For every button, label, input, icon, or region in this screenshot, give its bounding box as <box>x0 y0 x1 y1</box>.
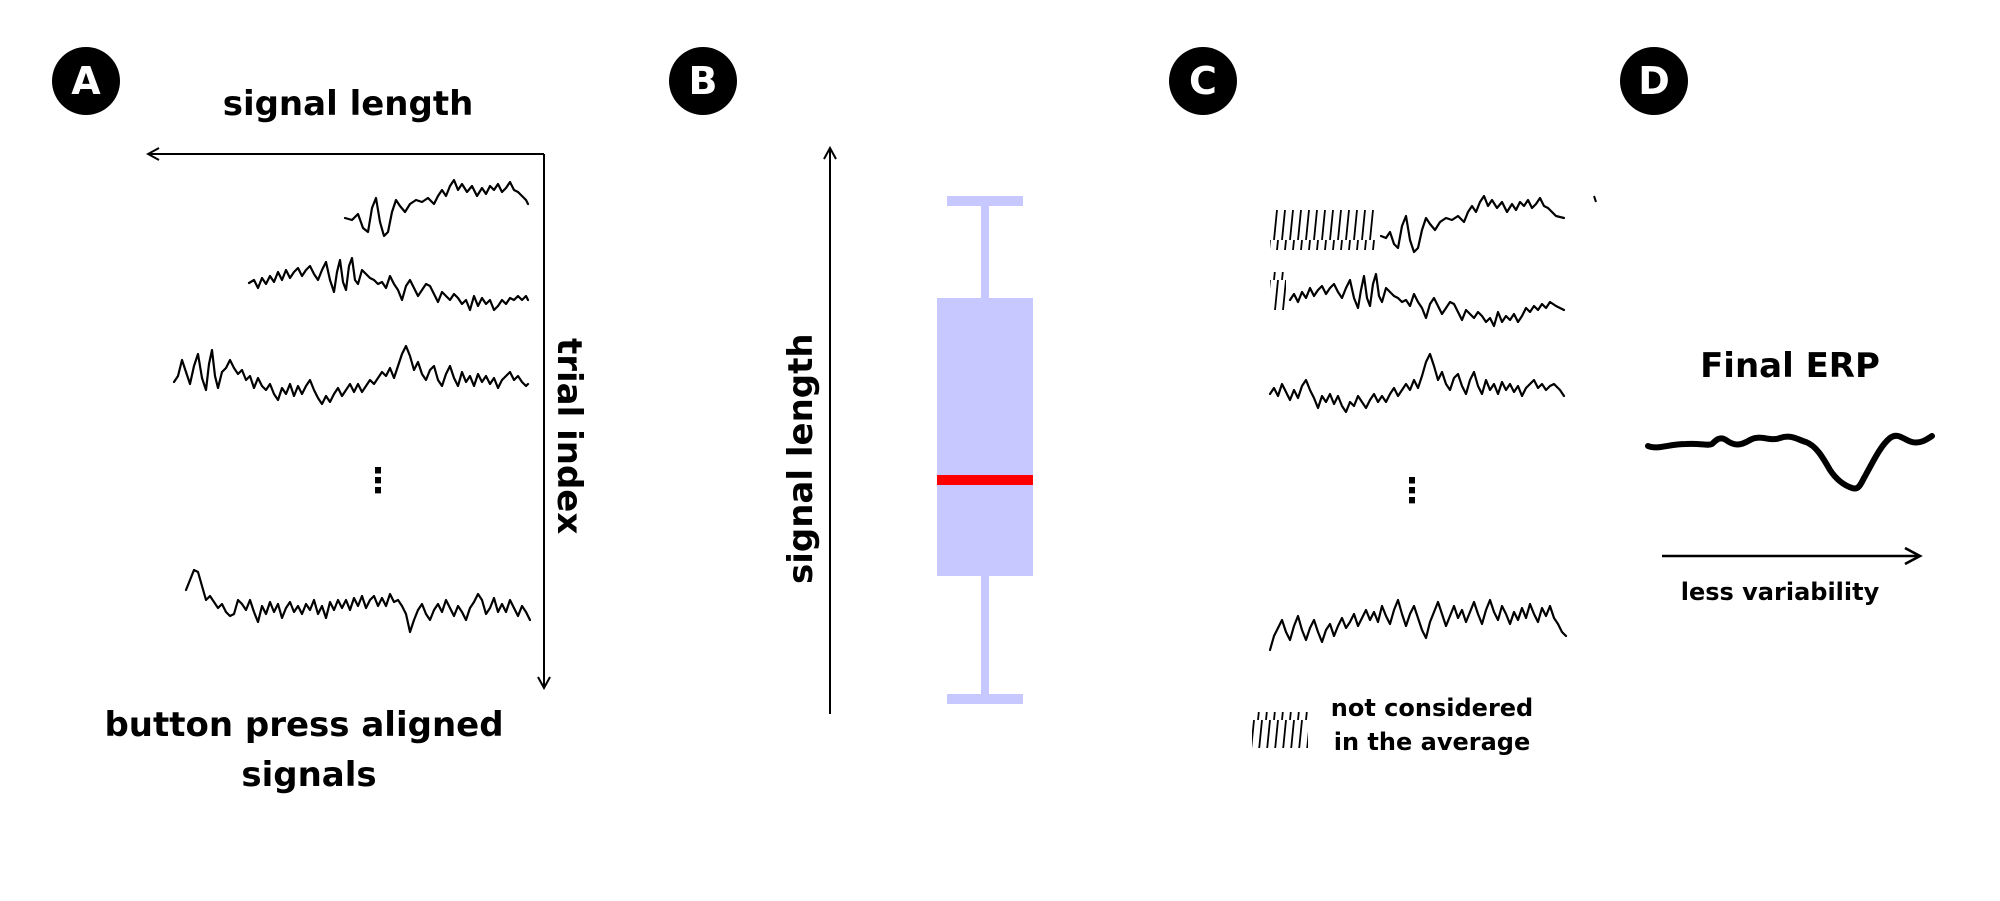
panel-c-signal-1 <box>1379 194 1566 254</box>
panel-a-caption-line2: signals <box>241 755 376 795</box>
panel-a: A signal length trial index ⋮ button pre… <box>52 47 589 795</box>
panel-a-trial-index-label: trial index <box>549 338 589 534</box>
panel-c-badge-circle <box>1169 47 1237 115</box>
panel-a-signal-1 <box>343 178 530 238</box>
panel-c: C ⋮ not considered in the average <box>1169 47 1597 756</box>
panel-c-letter: C <box>1189 59 1217 103</box>
panel-b: B signal length <box>669 47 1033 714</box>
panel-c-signal-2 <box>1288 272 1566 328</box>
panel-c-signal-4 <box>1268 598 1568 652</box>
hatch-pattern-icon <box>1252 712 1308 748</box>
panel-b-badge: B <box>669 47 737 115</box>
panel-c-legend: not considered in the average <box>1252 694 1533 756</box>
panel-c-legend-line2: in the average <box>1334 728 1530 756</box>
panel-a-badge: A <box>52 47 120 115</box>
panel-c-ellipsis: ⋮ <box>1395 471 1429 511</box>
final-erp-curve <box>1645 432 1935 492</box>
panel-a-signal-4 <box>184 568 532 634</box>
panel-a-signal-2 <box>247 256 530 312</box>
panel-c-legend-line1: not considered <box>1331 694 1533 722</box>
panel-d-letter: D <box>1638 59 1670 103</box>
panel-c-excluded-segment-1 <box>1270 210 1376 250</box>
panel-d-badge-circle <box>1620 47 1688 115</box>
panel-c-excluded-segment-2 <box>1270 272 1286 310</box>
panel-c-badge: C <box>1169 47 1237 115</box>
panel-a-signal-length-label: signal length <box>223 84 474 124</box>
panel-d: D Final ERP less variability <box>1620 47 1935 606</box>
panel-b-signal-length-label: signal length <box>781 333 821 584</box>
boxplot-box <box>937 298 1033 576</box>
panel-c-signal-3 <box>1268 352 1566 414</box>
panel-a-caption-line1: button press aligned <box>104 705 503 745</box>
panel-a-badge-circle <box>52 47 120 115</box>
panel-c-tick-mark <box>1593 195 1597 203</box>
panel-d-title: Final ERP <box>1700 346 1880 386</box>
panel-d-arrow-label: less variability <box>1681 578 1880 606</box>
panel-a-signal-3 <box>172 344 530 406</box>
panel-b-badge-circle <box>669 47 737 115</box>
panel-a-ellipsis: ⋮ <box>361 461 395 501</box>
panel-b-letter: B <box>689 59 718 103</box>
panel-d-badge: D <box>1620 47 1688 115</box>
panel-a-letter: A <box>71 59 101 103</box>
boxplot <box>937 196 1033 704</box>
